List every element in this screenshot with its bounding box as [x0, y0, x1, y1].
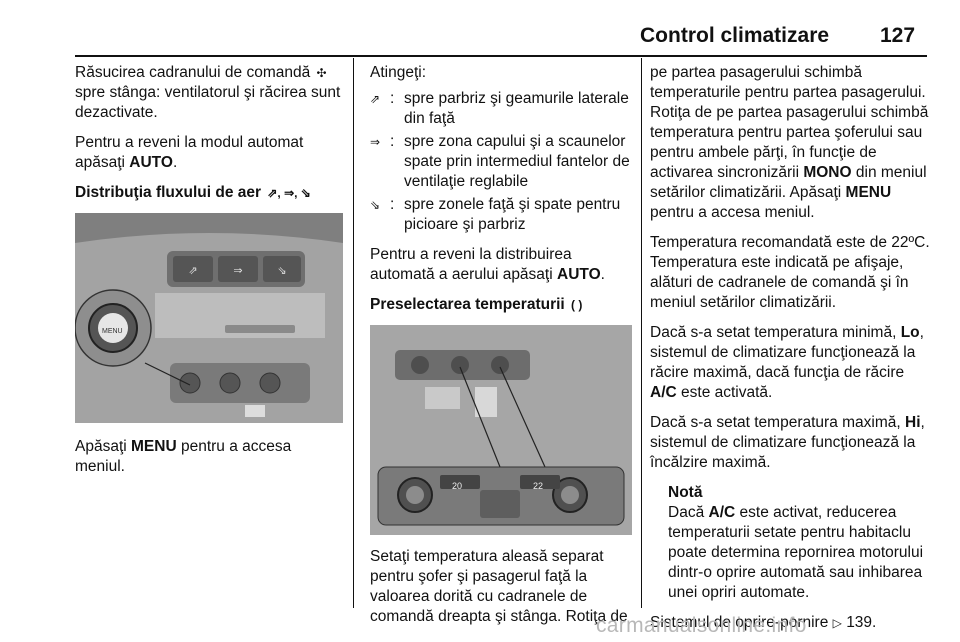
section-title: Control climatizare: [640, 24, 830, 47]
paragraph-fan-off: Răsucirea cadranului de comandă ✣ spre s…: [75, 64, 341, 121]
note-text: Dacă A/C este activat, reducerea tempera…: [668, 504, 924, 601]
display-temp-left: 20: [452, 481, 463, 491]
heading-air-distribution: Distribuţia fluxului de aer ⇗, ⇒, ⇘: [75, 184, 311, 201]
paragraph-stop-start-ref: Sistemul de oprire-pornire ▷ 139.: [650, 614, 877, 631]
page-header: Control climatizare 127: [0, 0, 960, 57]
svg-text:⇘: ⇘: [277, 264, 286, 277]
paragraph-min-temp: Dacă s-a setat temperatura minimă, Lo, s…: [650, 324, 924, 401]
column-2: Atingeţi: ⇗ : spre parbriz şi geamurile …: [370, 63, 632, 637]
temperature-dial-icons: ( ): [571, 298, 583, 312]
display-temp-right: 22: [533, 481, 544, 491]
svg-text:⇗: ⇗: [188, 264, 197, 277]
definition-floor-vent: ⇘ : spre zonele faţă şi spate pentru pic…: [370, 196, 621, 233]
paragraph-passenger-side: pe partea pasagerului schimbă temperatur…: [650, 64, 929, 221]
watermark: carmanualsonline.info: [596, 614, 807, 637]
fan-icon: ✣: [316, 66, 327, 80]
page-reference-icon: ▷: [832, 616, 842, 630]
floor-vent-icon: ⇘: [370, 198, 381, 212]
figure-temperature-dials: 20 22: [370, 325, 632, 535]
paragraph-auto-mode: Pentru a reveni la modul automat apăsaţi…: [75, 134, 304, 171]
paragraph-max-temp: Dacă s-a setat temperatura maximă, Hi, s…: [650, 414, 925, 471]
column-divider-2: [641, 58, 642, 608]
paragraph-auto-distribution: Pentru a reveni la distribuirea automată…: [370, 246, 605, 283]
climate-panel-illustration: ⇗ ⇒ ⇘: [75, 213, 343, 423]
face-vent-icon: ⇒: [370, 135, 381, 149]
page-number: 127: [880, 24, 916, 47]
temperature-panel-illustration: [370, 325, 632, 535]
heading-temperature-preselection: Preselectarea temperaturii ( ): [370, 296, 583, 313]
windshield-icon: ⇗: [370, 92, 381, 106]
menu-button-label: MENU: [102, 328, 123, 335]
definition-face-vent: ⇒ : spre zona capului şi a scaunelor spa…: [370, 133, 630, 190]
column-1: Răsucirea cadranului de comandă ✣ spre s…: [75, 63, 343, 487]
definition-windshield: ⇗ : spre parbriz şi geamurile laterale d…: [370, 90, 629, 127]
page-reference-link[interactable]: 139.: [846, 614, 877, 631]
header-rule: [75, 55, 927, 57]
column-divider-1: [353, 58, 354, 608]
note-title: Notă: [668, 484, 703, 501]
paragraph-press-menu: Apăsaţi MENU pentru a accesa meniul.: [75, 438, 292, 475]
column-3: pe partea pasagerului schimbă temperatur…: [650, 63, 930, 642]
paragraph-set-temperature: Setaţi temperatura aleasă separat pentru…: [370, 548, 628, 625]
air-distribution-icons: ⇗, ⇒, ⇘: [267, 186, 311, 200]
note-box: Notă Dacă A/C este activat, reducerea te…: [668, 483, 930, 603]
paragraph-touch: Atingeţi:: [370, 64, 427, 81]
paragraph-recommended-temp: Temperatura recomandată este de 22ºC. Te…: [650, 234, 930, 311]
svg-text:⇒: ⇒: [233, 264, 242, 277]
figure-climate-panel-menu: ⇗ ⇒ ⇘ MENU: [75, 213, 343, 423]
